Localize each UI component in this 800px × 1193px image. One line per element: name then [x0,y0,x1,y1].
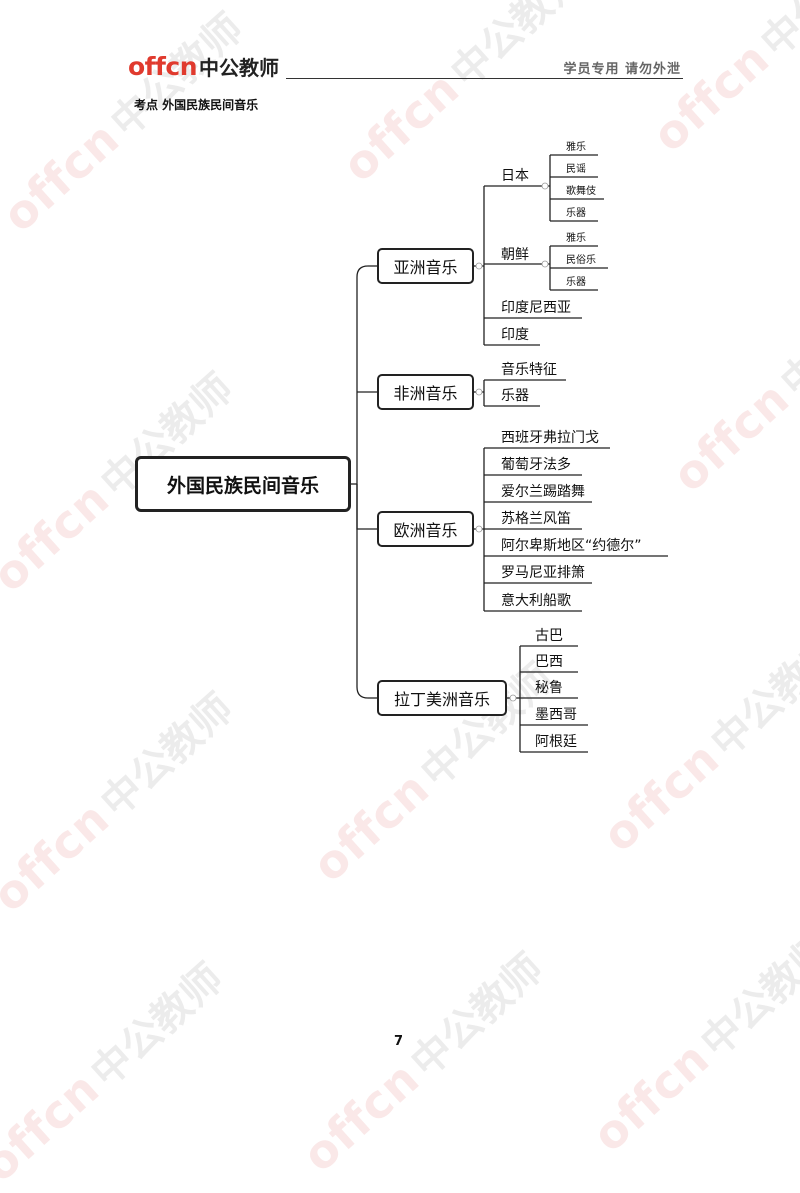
europe-item: 爱尔兰踢踏舞 [501,484,585,500]
latin-item: 秘鲁 [535,680,563,696]
japan-item: 乐器 [566,208,586,219]
branch-europe: 欧洲音乐 [377,511,474,547]
header-rule [286,78,683,79]
latin-item: 古巴 [535,628,563,644]
asia-india: 印度 [501,327,529,343]
logo-cjk-text: 中公教师 [199,56,280,80]
mindmap-root: 外国民族民间音乐 [135,456,351,512]
africa-item: 音乐特征 [501,362,557,378]
mindmap-connectors [351,154,668,753]
korea-item: 民俗乐 [566,255,596,266]
branch-africa: 非洲音乐 [377,374,474,410]
latin-item: 阿根廷 [535,734,577,750]
europe-item: 意大利船歌 [501,593,571,609]
branch-latin-america: 拉丁美洲音乐 [377,680,507,716]
europe-item: 阿尔卑斯地区“约德尔” [501,538,642,554]
africa-item: 乐器 [501,388,529,404]
asia-japan: 日本 [501,168,529,184]
europe-item: 西班牙弗拉门戈 [501,430,599,446]
japan-item: 雅乐 [566,142,586,153]
europe-item: 苏格兰风笛 [501,511,571,527]
brand-logo: offcn 中公教师 [128,52,279,81]
topic-heading: 考点 外国民族民间音乐 [134,98,259,112]
korea-item: 乐器 [566,277,586,288]
page-number: 7 [394,1034,404,1049]
europe-item: 葡萄牙法多 [501,457,571,473]
header-note: 学员专用 请勿外泄 [563,62,681,77]
japan-item: 民谣 [566,164,586,175]
branch-asia: 亚洲音乐 [377,248,474,284]
page-header: offcn 中公教师 学员专用 请勿外泄 [128,52,683,82]
asia-indonesia: 印度尼西亚 [501,300,571,316]
latin-item: 巴西 [535,654,563,670]
japan-item: 歌舞伎 [566,186,596,197]
europe-item: 罗马尼亚排箫 [501,565,585,581]
logo-latin-text: offcn [128,52,198,81]
asia-korea: 朝鲜 [501,247,529,263]
latin-item: 墨西哥 [535,707,577,723]
korea-item: 雅乐 [566,233,586,244]
